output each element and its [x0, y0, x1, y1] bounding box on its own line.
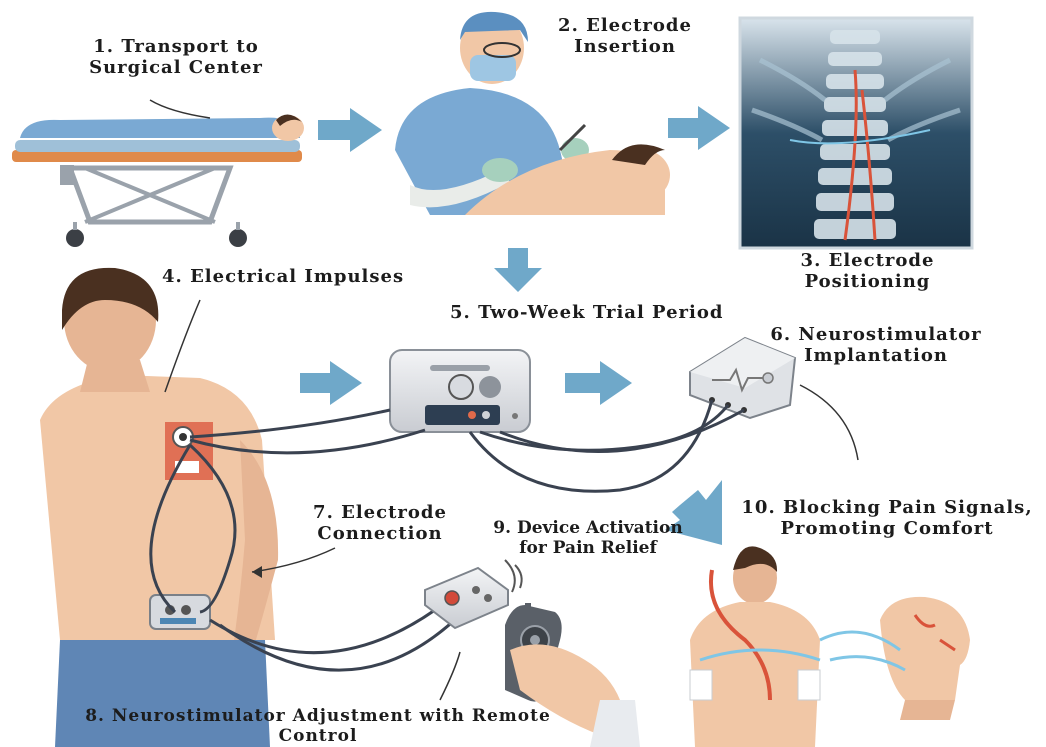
flow-arrow-4	[300, 361, 362, 405]
step-1-label: 1. Transport to Surgical Center	[78, 36, 274, 78]
step-5-label: 5. Two-Week Trial Period	[450, 302, 723, 323]
step-10-label: 10. Blocking Pain Signals, Promoting Com…	[728, 497, 1046, 539]
step-7-label: 7. Electrode Connection	[300, 502, 460, 544]
step-2-label: 2. Electrode Insertion	[550, 15, 700, 57]
step-4-label: 4. Electrical Impulses	[162, 266, 404, 287]
flow-arrow-3	[494, 248, 542, 292]
flow-arrow-1	[318, 108, 382, 152]
flow-arrow-2	[668, 106, 730, 150]
trial-device-icon	[390, 350, 530, 432]
step-3-label: 3. Electrode Positioning	[790, 250, 945, 292]
controller-device-icon	[425, 568, 508, 628]
patient-stretcher-icon	[12, 114, 304, 247]
step-6-label: 6. Neurostimulator Implantation	[756, 324, 996, 366]
torso-icon	[690, 546, 820, 747]
head-icon	[820, 597, 970, 720]
flow-arrow-5	[565, 361, 632, 405]
step-9-label: 9. Device Activation for Pain Relief	[488, 518, 688, 558]
step-8-label: 8. Neurostimulator Adjustment with Remot…	[48, 706, 588, 746]
spine-xray-icon	[740, 18, 972, 248]
